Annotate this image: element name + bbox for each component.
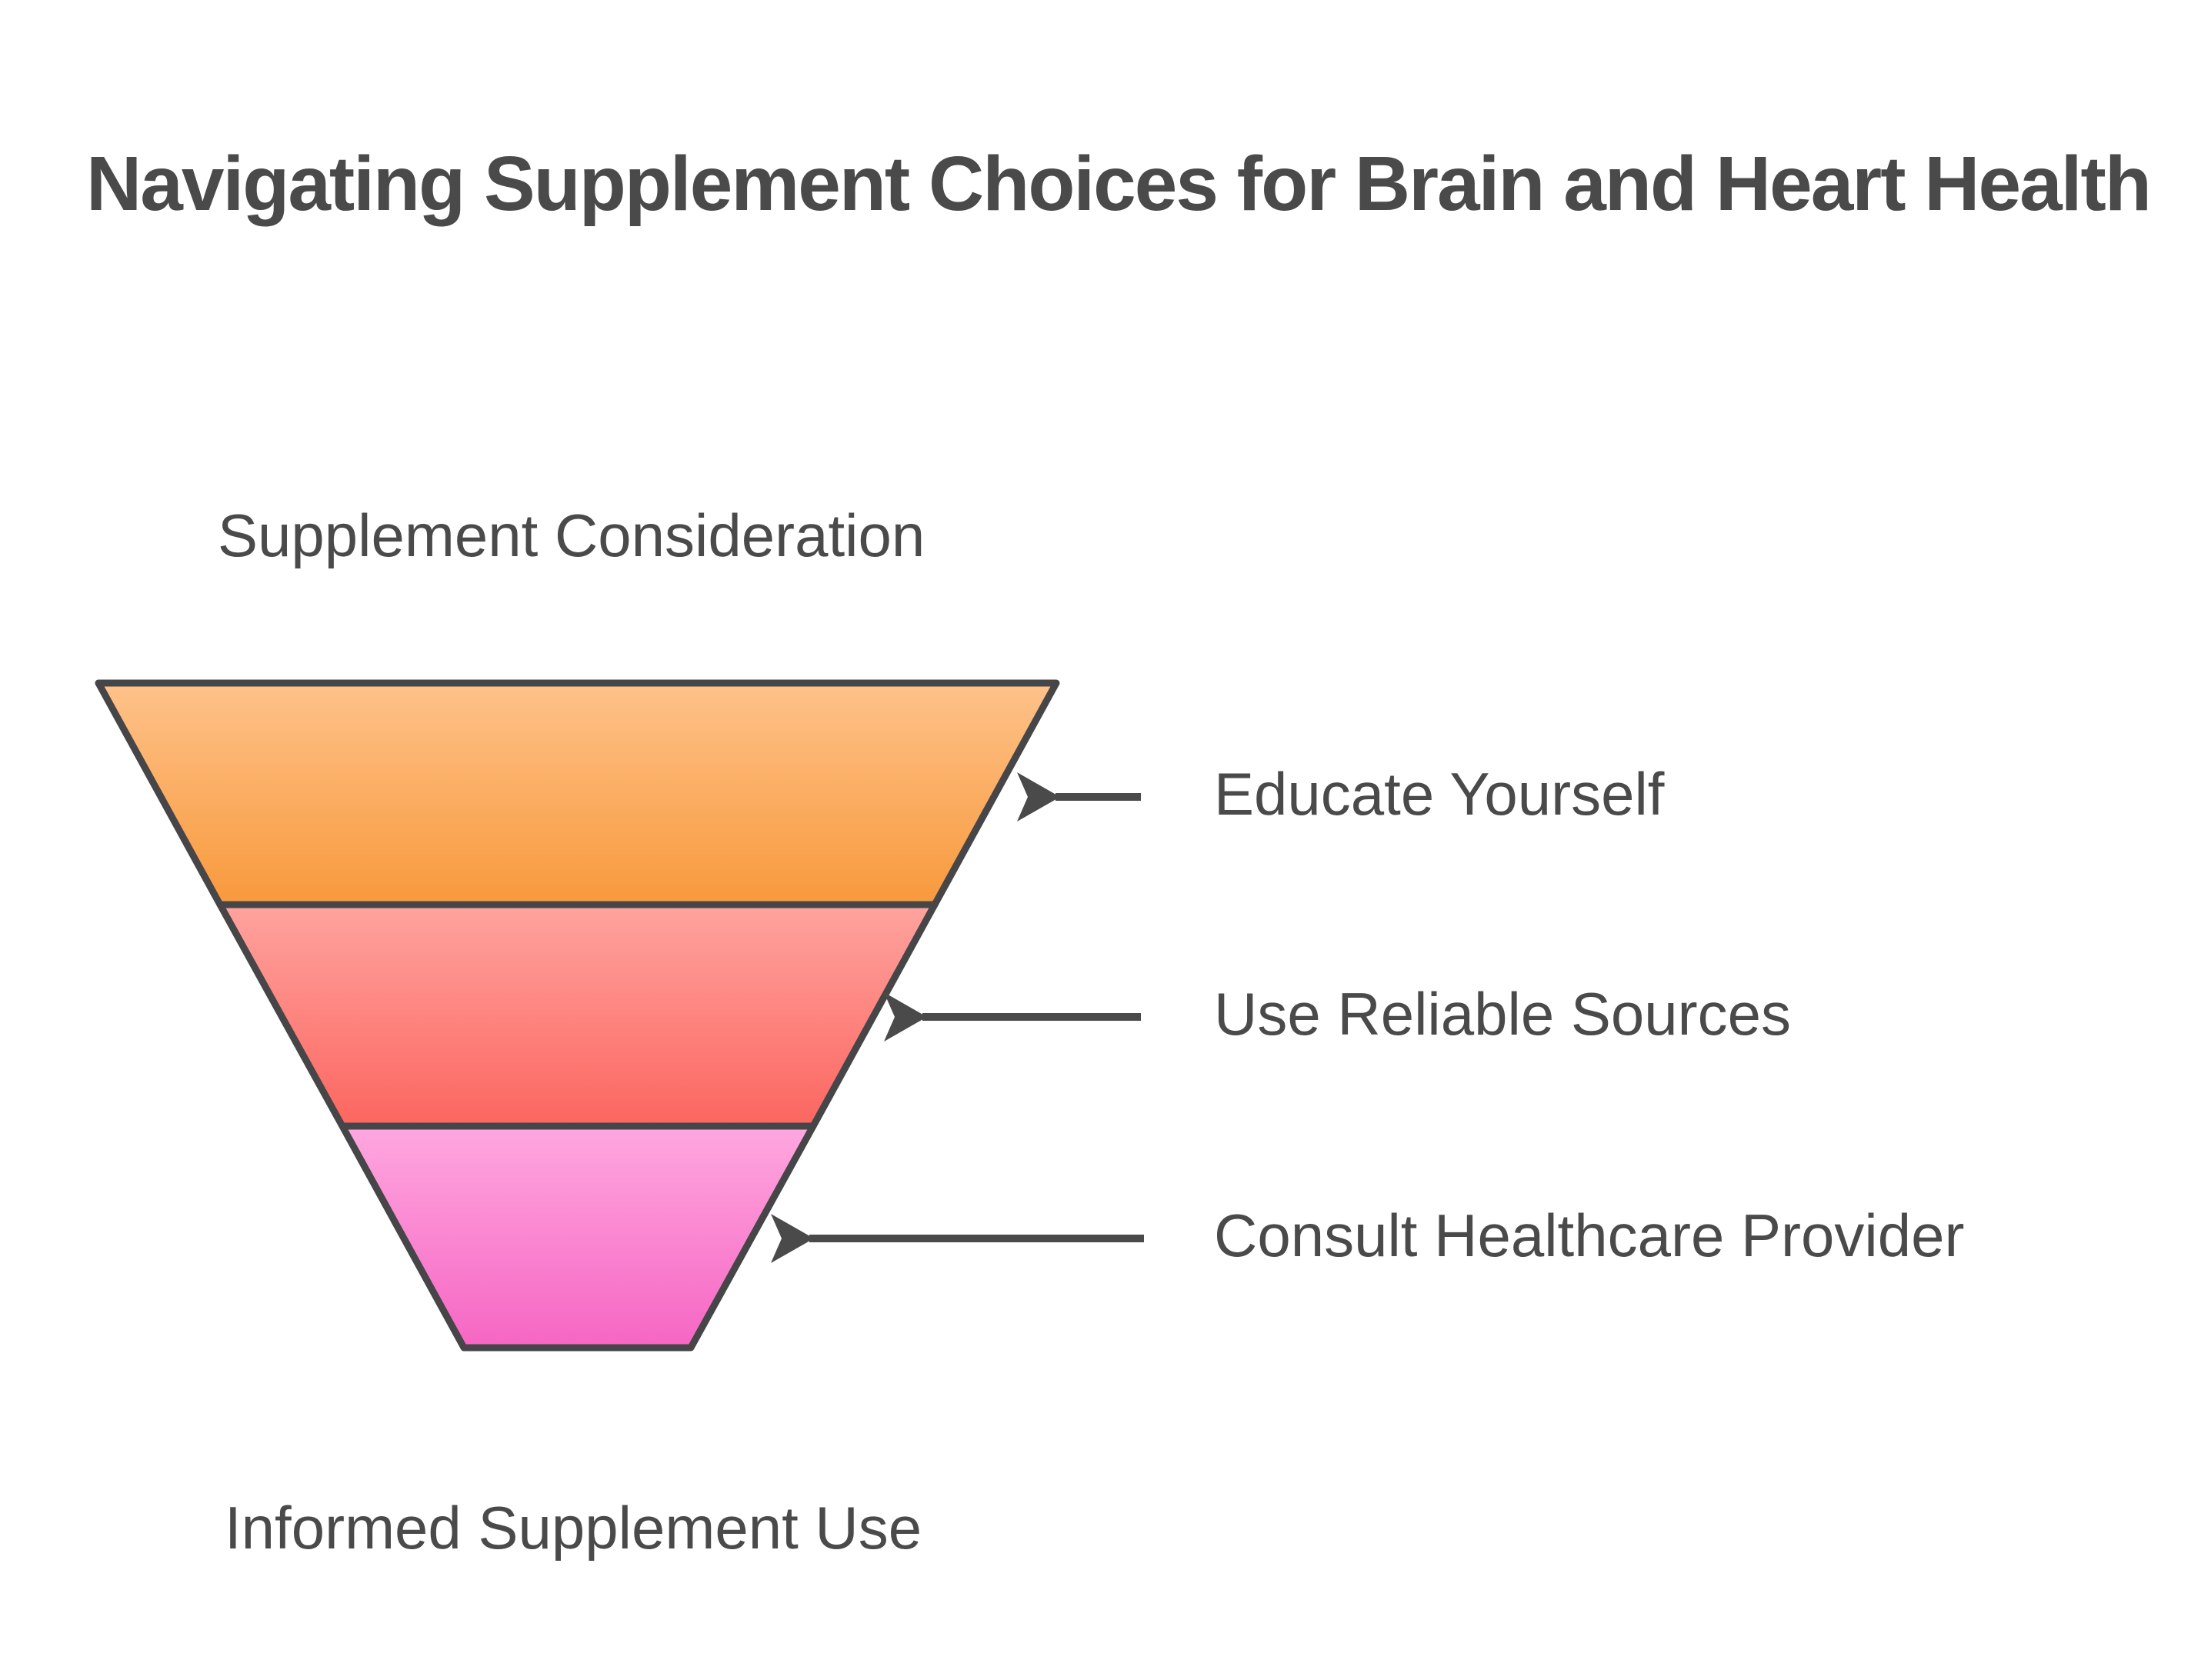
funnel-input-label: Supplement Consideration [218, 501, 925, 569]
stage-label-consult-healthcare-provider: Consult Healthcare Provider [1214, 1201, 1965, 1269]
funnel-stage-educate-yourself [95, 679, 1060, 908]
funnel-stage-consult-healthcare-provider [338, 1122, 817, 1352]
page-title: Navigating Supplement Choices for Brain … [86, 141, 2152, 227]
funnel-output-label: Informed Supplement Use [225, 1493, 922, 1562]
funnel-stage-use-reliable-sources [216, 901, 939, 1130]
stage-label-educate-yourself: Educate Yourself [1214, 759, 1665, 828]
stage-label-use-reliable-sources: Use Reliable Sources [1214, 979, 1792, 1048]
